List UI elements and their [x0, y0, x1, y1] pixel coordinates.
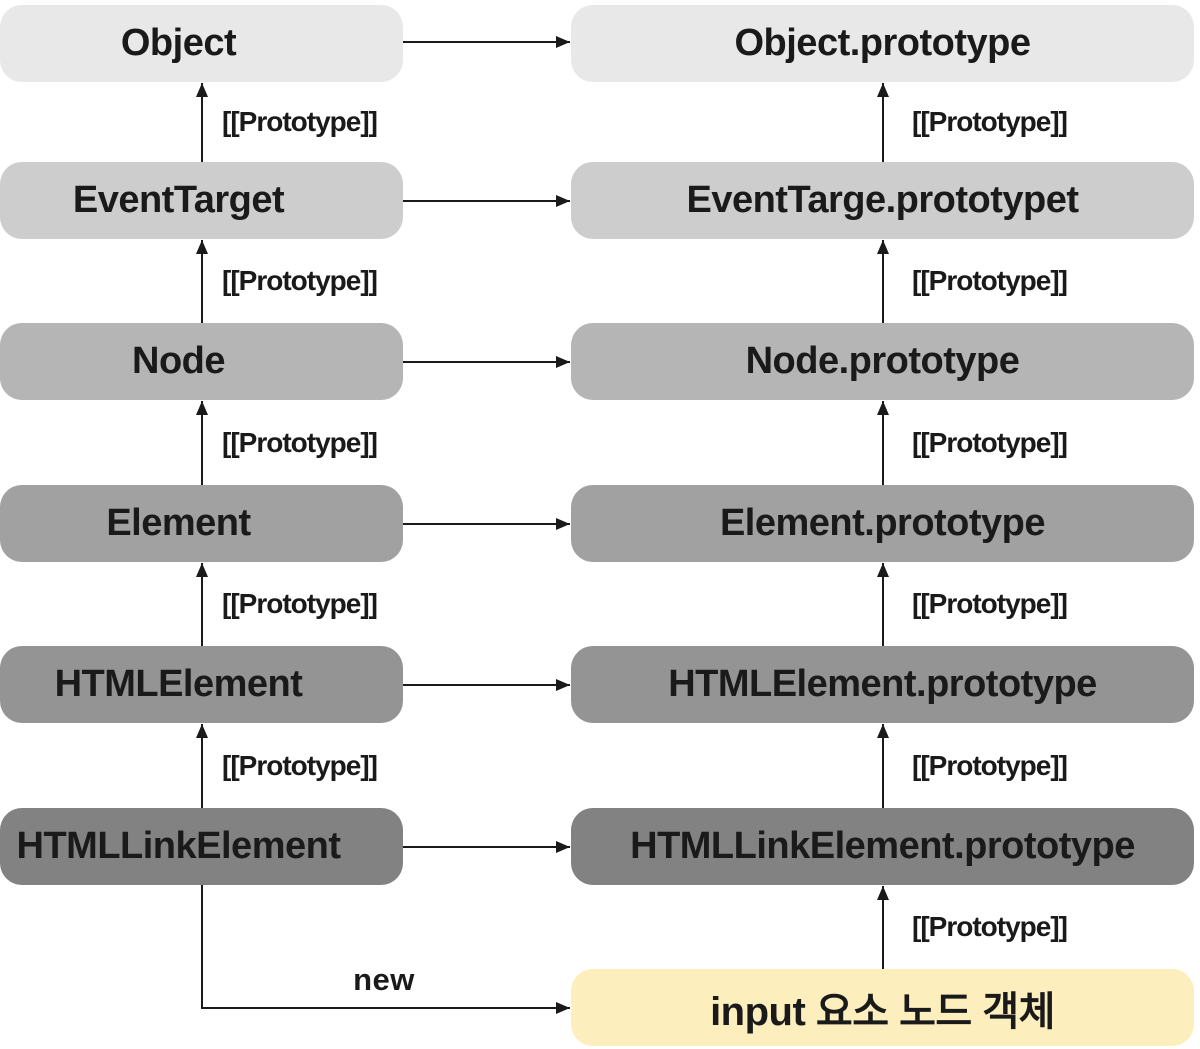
- prototype-edge-label: [[Prototype]]: [912, 911, 1068, 942]
- prototype-edge-label: [[Prototype]]: [222, 588, 378, 619]
- prototype-edge-label: [[Prototype]]: [222, 427, 378, 458]
- box-htmlelement: HTMLElement: [0, 646, 403, 723]
- box-htmllinkelement-prototype-label: HTMLLinkElement.prototype: [630, 825, 1135, 867]
- box-node-prototype: Node.prototype: [571, 323, 1194, 400]
- box-htmllinkelement-prototype: HTMLLinkElement.prototype: [571, 808, 1194, 885]
- new-edge-label: new: [353, 962, 415, 997]
- prototype-edge-label: [[Prototype]]: [222, 750, 378, 781]
- box-object: Object: [0, 5, 403, 82]
- box-input-node-instance: input 요소 노드 객체: [571, 969, 1194, 1046]
- box-input-node-instance-label: input 요소 노드 객체: [710, 989, 1055, 1034]
- box-htmllinkelement-label: HTMLLinkElement: [16, 825, 341, 867]
- box-node: Node: [0, 323, 403, 400]
- box-element-prototype: Element.prototype: [571, 485, 1194, 562]
- prototype-edge-label: [[Prototype]]: [222, 106, 378, 137]
- box-object-prototype-label: Object.prototype: [734, 22, 1031, 64]
- box-eventtarget: EventTarget: [0, 162, 403, 239]
- box-htmlelement-prototype: HTMLElement.prototype: [571, 646, 1194, 723]
- box-node-prototype-label: Node.prototype: [745, 340, 1020, 382]
- prototype-edge-label: [[Prototype]]: [912, 427, 1068, 458]
- box-object-label: Object: [120, 22, 237, 64]
- box-object-prototype: Object.prototype: [571, 5, 1194, 82]
- prototype-edge-label: [[Prototype]]: [912, 750, 1068, 781]
- box-eventtarget-label: EventTarget: [72, 179, 285, 221]
- box-element-label: Element: [106, 502, 251, 544]
- box-node-label: Node: [132, 340, 226, 382]
- box-htmllinkelement: HTMLLinkElement: [0, 808, 403, 885]
- prototype-edge-label: [[Prototype]]: [912, 265, 1068, 296]
- box-element: Element: [0, 485, 403, 562]
- box-eventtarget-prototype-label: EventTarge.prototypet: [686, 179, 1079, 221]
- prototype-edge-label: [[Prototype]]: [912, 588, 1068, 619]
- prototype-edge-label: [[Prototype]]: [912, 106, 1068, 137]
- box-element-prototype-label: Element.prototype: [719, 502, 1046, 544]
- prototype-edge-label: [[Prototype]]: [222, 265, 378, 296]
- box-htmlelement-label: HTMLElement: [54, 663, 303, 705]
- box-htmlelement-prototype-label: HTMLElement.prototype: [668, 663, 1097, 705]
- box-eventtarget-prototype: EventTarge.prototypet: [571, 162, 1194, 239]
